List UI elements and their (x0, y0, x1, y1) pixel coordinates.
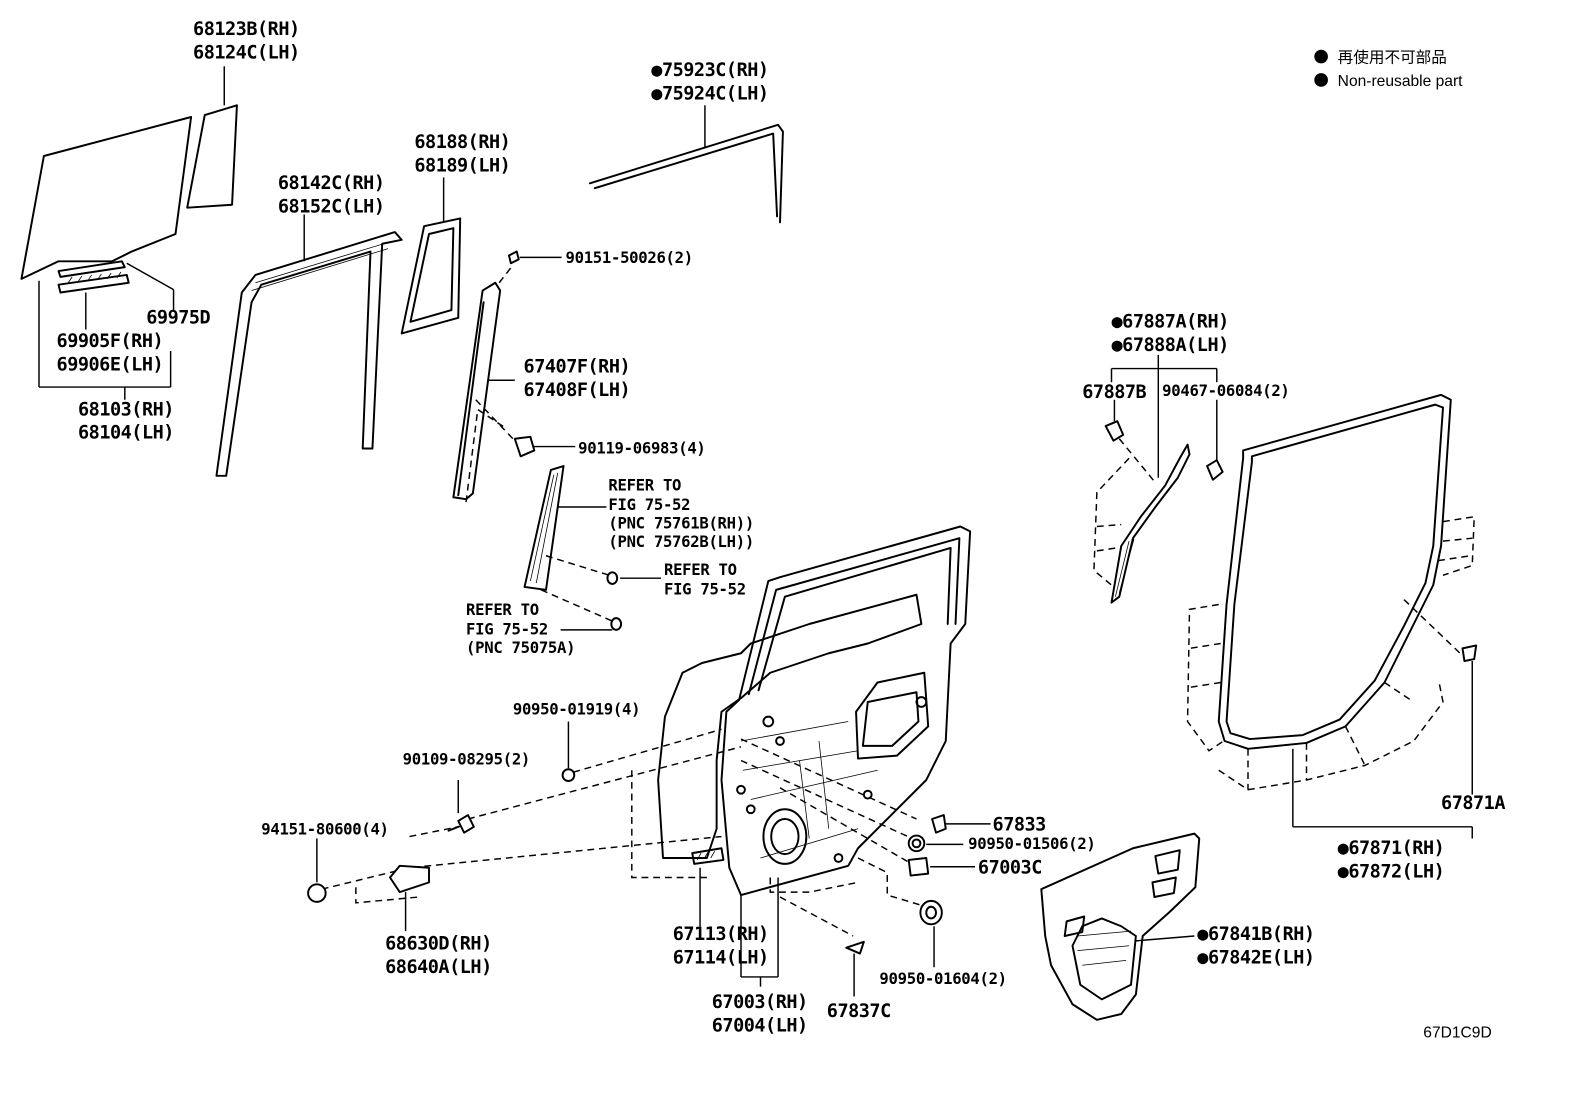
label-67003: 67003(RH) (712, 992, 808, 1013)
frame-garnish-part (523, 465, 662, 631)
label-68152c: 68152C(LH) (278, 197, 385, 218)
label-90109: 90109-08295(2) (403, 750, 530, 768)
label-67841b: ●67841B(RH) (1197, 924, 1314, 945)
label-90119: 90119-06983(4) (578, 439, 705, 457)
label-67887b: 67887B (1082, 382, 1146, 403)
refer-3-line-1: REFER TO (466, 601, 539, 619)
label-90467: 90467-06084(2) (1162, 382, 1289, 400)
label-67888a: ●67888A(LH) (1111, 335, 1228, 356)
label-69975d: 69975D (146, 308, 210, 329)
label-68142c: 68142C(RH) (278, 173, 385, 194)
label-67004: 67004(LH) (712, 1016, 808, 1037)
label-67833: 67833 (993, 815, 1046, 836)
label-94151: 94151-80600(4) (261, 821, 388, 839)
refer-3-line-2: FIG 75-52 (466, 621, 548, 639)
quarter-glass-part (400, 177, 462, 335)
label-67408f: 67408F(LH) (524, 380, 631, 401)
figure-id: 67D1C9D (1423, 1024, 1491, 1041)
label-67887a: ●67887A(RH) (1111, 312, 1228, 333)
legend-line-jp: 再使用不可部品 (1338, 48, 1447, 66)
label-67837c: 67837C (827, 1001, 891, 1022)
legend-bullet-icon (1314, 73, 1328, 87)
label-68103: 68103(RH) (78, 399, 174, 420)
run-channel-part (215, 214, 403, 477)
legend-bullet-icon (1314, 49, 1328, 64)
label-75923c: ●75923C(RH) (651, 60, 768, 81)
label-69906e: 69906E(LH) (57, 355, 164, 376)
label-67842e: ●67842E(LH) (1197, 947, 1314, 968)
label-90950-01604: 90950-01604(2) (879, 970, 1006, 988)
label-67871a: 67871A (1441, 793, 1505, 814)
legend-line-en: Non-reusable part (1338, 73, 1463, 90)
inner-weatherstrip-part (1093, 354, 1224, 604)
legend: 再使用不可部品 Non-reusable part (1314, 48, 1463, 90)
refer-1-line-4: (PNC 75762B(LH)) (608, 533, 754, 551)
label-67872: ●67872(LH) (1338, 861, 1445, 882)
label-90950-01919: 90950-01919(4) (513, 701, 640, 719)
label-75924c: ●75924C(LH) (651, 83, 768, 104)
label-90151: 90151-50026(2) (565, 249, 692, 267)
label-67407f: 67407F(RH) (524, 356, 631, 377)
rear-door-panel-part (657, 525, 972, 897)
refer-1-line-2: FIG 75-52 (608, 496, 690, 514)
label-69905f: 69905F(RH) (57, 331, 164, 352)
label-90950-01506: 90950-01506(2) (968, 835, 1095, 853)
label-68124c: 68124C(LH) (193, 43, 300, 64)
service-hole-cover-part (1040, 832, 1201, 1021)
label-68188: 68188(RH) (414, 132, 510, 153)
belt-moulding-part (588, 105, 784, 224)
label-68104: 68104(LH) (78, 423, 174, 444)
refer-2-line-1: REFER TO (664, 561, 737, 579)
door-weatherstrip-part (1186, 393, 1478, 839)
label-68189: 68189(LH) (414, 156, 510, 177)
leader-lines-glass (38, 66, 225, 400)
label-67114: 67114(LH) (673, 947, 769, 968)
label-68630d: 68630D(RH) (385, 934, 492, 955)
label-67871: ●67871(RH) (1338, 838, 1445, 859)
fastener-parts (307, 721, 991, 997)
refer-3-line-3: (PNC 75075A) (466, 639, 575, 657)
refer-1-line-1: REFER TO (608, 476, 681, 494)
door-glass-part (20, 104, 238, 294)
label-67003c: 67003C (978, 858, 1042, 879)
division-bar-part (452, 250, 576, 503)
part-labels: 68123B(RH) 68124C(LH) 68142C(RH) 68152C(… (57, 19, 1506, 1036)
label-68123b: 68123B(RH) (193, 19, 300, 40)
refer-1-line-3: (PNC 75761B(RH)) (608, 514, 754, 532)
label-68640a: 68640A(LH) (385, 957, 492, 978)
label-67113: 67113(RH) (673, 924, 769, 945)
refer-2-line-2: FIG 75-52 (664, 581, 746, 599)
